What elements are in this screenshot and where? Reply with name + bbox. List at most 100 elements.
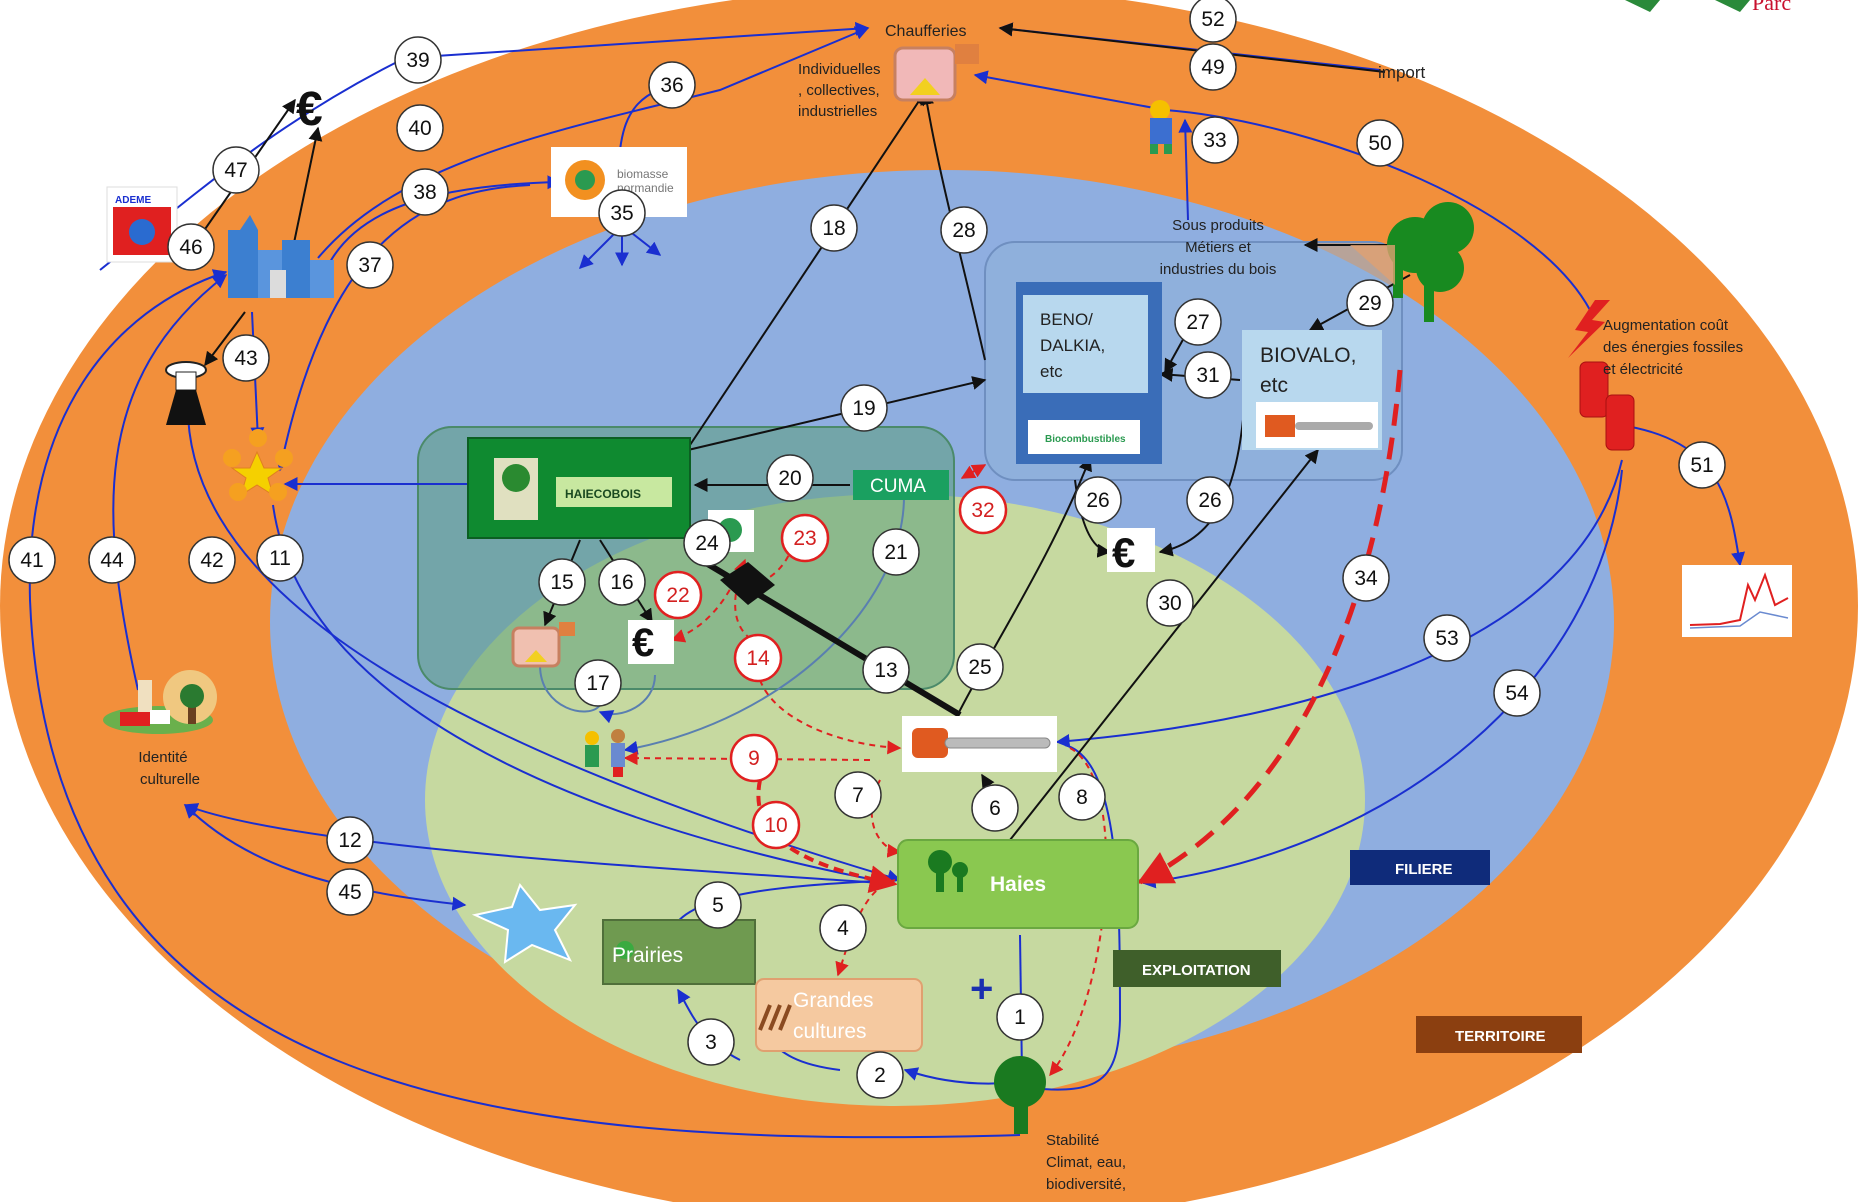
number-badge-circle: [862, 646, 910, 694]
number-badge-circle: [1186, 476, 1234, 524]
number-badge: 18: [810, 204, 858, 252]
number-badge: 23: [780, 513, 830, 563]
sous-produits-label: Sous produits Métiers et industries du b…: [1160, 217, 1277, 278]
number-badge-label: 3: [705, 1031, 717, 1054]
number-badge-label: 44: [100, 549, 124, 572]
number-badge-circle: [834, 771, 882, 819]
filiere-tag: FILIERE: [1350, 850, 1490, 885]
number-badge-label: 32: [971, 499, 994, 522]
price-graph-icon: [1682, 565, 1792, 637]
svg-text:Sous produits: Sous produits: [1172, 217, 1264, 234]
number-badge: 30: [1146, 579, 1194, 627]
identite-label: Identité culturelle: [138, 749, 200, 788]
chaufferies-label: Chaufferies: [885, 23, 967, 40]
number-badge: 36: [648, 61, 696, 109]
number-badge: 39: [394, 36, 442, 84]
number-badge: 37: [346, 241, 394, 289]
number-badge-circle: [8, 536, 56, 584]
number-badge-circle: [401, 168, 449, 216]
exploitation-tag: EXPLOITATION: [1113, 950, 1281, 987]
number-badge-label: 18: [822, 217, 845, 240]
number-badge-circle: [694, 881, 742, 929]
number-badge-circle: [598, 189, 646, 237]
number-badge-label: 6: [989, 797, 1001, 820]
svg-text:HAIECOBOIS: HAIECOBOIS: [565, 487, 641, 501]
small-tree-icon: [994, 1056, 1046, 1134]
svg-text:DALKIA,: DALKIA,: [1040, 336, 1105, 355]
number-badge: 29: [1346, 279, 1394, 327]
number-badge-label: 14: [746, 647, 770, 670]
number-badge: 11: [256, 534, 304, 582]
svg-text:etc: etc: [1040, 362, 1063, 381]
logo-text: Parc: [1752, 0, 1791, 15]
number-badge: 32: [958, 485, 1008, 535]
prairies-box: Prairies: [602, 919, 756, 985]
number-badge: 45: [326, 868, 374, 916]
number-badge-label: 35: [610, 202, 633, 225]
number-badge-label: 31: [1196, 364, 1219, 387]
number-badge-circle: [1058, 773, 1106, 821]
number-badge: 51: [1678, 441, 1726, 489]
svg-text:Climat, eau,: Climat, eau,: [1046, 1154, 1126, 1171]
svg-text:biodiversité,: biodiversité,: [1046, 1176, 1126, 1193]
small-boiler-icon: [511, 622, 575, 668]
number-badge: 28: [940, 206, 988, 254]
number-badge: 14: [733, 633, 783, 683]
number-badge-label: 49: [1201, 56, 1224, 79]
chainsaw-icon: [902, 716, 1057, 772]
worker-icon: [1150, 100, 1172, 154]
number-badge-label: 51: [1690, 454, 1713, 477]
number-badge-label: 26: [1086, 489, 1109, 512]
chaufferies-types: Individuelles , collectives, industriell…: [798, 61, 881, 120]
number-badge-circle: [1074, 476, 1122, 524]
number-badge-label: 19: [852, 397, 875, 420]
svg-text:€: €: [632, 621, 654, 665]
number-badge-label: 52: [1201, 8, 1224, 31]
svg-text:€: €: [1112, 529, 1135, 576]
number-badge-circle: [653, 570, 703, 620]
cuma-box: CUMA: [853, 470, 949, 500]
number-badge-circle: [167, 223, 215, 271]
number-badge-circle: [810, 204, 858, 252]
energy-cost-icon: [1568, 300, 1635, 451]
svg-text:TERRITOIRE: TERRITOIRE: [1455, 1028, 1546, 1045]
number-badge-circle: [326, 868, 374, 916]
number-badge-label: 43: [234, 347, 257, 370]
number-badge-circle: [88, 536, 136, 584]
community-network-icon: [223, 429, 293, 501]
number-badge-circle: [856, 1051, 904, 1099]
svg-text:culturelle: culturelle: [140, 771, 200, 788]
number-badge-label: 54: [1505, 682, 1529, 705]
number-badge: 2: [856, 1051, 904, 1099]
number-badge: 26: [1074, 476, 1122, 524]
number-badge-circle: [683, 519, 731, 567]
number-badge-circle: [188, 536, 236, 584]
number-badge: 10: [751, 800, 801, 850]
mayor-icon: [165, 361, 207, 425]
number-badge-label: 45: [338, 881, 361, 904]
number-badge-label: 21: [884, 541, 907, 564]
number-badge: 44: [88, 536, 136, 584]
number-badge: 40: [396, 104, 444, 152]
number-badge-label: 33: [1203, 129, 1226, 152]
number-badge-label: 41: [20, 549, 43, 572]
number-badge-circle: [780, 513, 830, 563]
beno-dalkia-box: BENO/ DALKIA, etc Biocombustibles: [1016, 282, 1162, 464]
number-badge-label: 34: [1354, 567, 1378, 590]
number-badge: 9: [729, 733, 779, 783]
number-badge-circle: [346, 241, 394, 289]
number-badge-circle: [1191, 116, 1239, 164]
number-badge-label: 53: [1435, 627, 1458, 650]
svg-text:Identité: Identité: [138, 749, 187, 766]
haies-label: Haies: [990, 873, 1046, 896]
import-label: import: [1378, 63, 1426, 82]
number-badge-label: 15: [550, 571, 573, 594]
haiecobois-box: HAIECOBOIS: [467, 437, 691, 539]
number-badge: 43: [222, 334, 270, 382]
number-badge-circle: [1678, 441, 1726, 489]
number-badge-circle: [598, 558, 646, 606]
number-badge-circle: [1493, 669, 1541, 717]
number-badge-circle: [256, 534, 304, 582]
number-badge: 50: [1356, 119, 1404, 167]
